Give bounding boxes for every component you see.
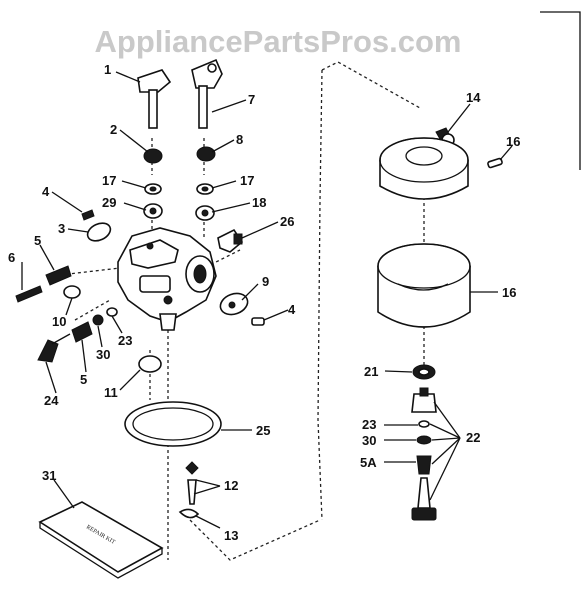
label-7: 7: [248, 92, 255, 107]
part-18-bushing: [195, 205, 215, 221]
part-16-float-bowl: [377, 243, 471, 328]
part-2-spring: [143, 148, 163, 164]
part-8-spring: [196, 146, 216, 162]
part-30-o-ring: [92, 314, 104, 326]
part-17-seal-left: [144, 183, 162, 195]
label-6: 6: [8, 250, 15, 265]
label-17-left: 17: [102, 173, 116, 188]
part-13-clip: [178, 508, 200, 519]
leader-lines: [21, 71, 513, 529]
label-30-right: 30: [362, 433, 376, 448]
part-6-screw: [15, 285, 43, 303]
part-7-choke-shaft: [191, 58, 223, 129]
label-9: 9: [262, 274, 269, 289]
part-22-bowl-nut-assembly: [411, 387, 437, 521]
part-31-repair-kit: REPAIR KIT: [38, 501, 164, 579]
label-16-bowl: 16: [502, 285, 516, 300]
label-12: 12: [224, 478, 238, 493]
part-5-spring-lower: [71, 321, 93, 343]
corner-bracket: [540, 11, 581, 170]
label-23-left: 23: [118, 333, 132, 348]
label-1: 1: [104, 62, 111, 77]
label-4-right: 4: [288, 302, 296, 317]
part-25-bowl-gasket: [124, 401, 222, 447]
label-10: 10: [52, 314, 66, 329]
label-13: 13: [224, 528, 238, 543]
label-4-left: 4: [42, 184, 50, 199]
part-23-washer: [106, 307, 118, 317]
label-3: 3: [58, 221, 65, 236]
label-2: 2: [110, 122, 117, 137]
label-5-lower: 5: [80, 372, 87, 387]
label-31: 31: [42, 468, 56, 483]
label-8: 8: [236, 132, 243, 147]
part-21-washer: [412, 364, 436, 380]
part-11-o-ring: [138, 355, 162, 373]
part-4-screw-left: [81, 209, 95, 221]
part-10-o-ring: [63, 285, 81, 299]
callout-labels: 1 7 2 8 17 17 29 18 4 3 26 6 5 9 10 4 23…: [8, 62, 520, 543]
label-18: 18: [252, 195, 266, 210]
float-upper: [379, 137, 469, 200]
label-11: 11: [104, 385, 118, 400]
label-17-right: 17: [240, 173, 254, 188]
part-5-spring-upper: [45, 265, 72, 286]
part-17-seal-right: [196, 183, 214, 195]
label-16-pin: 16: [506, 134, 520, 149]
part-24-needle: [37, 333, 71, 363]
part-3-throttle-plate: [86, 222, 112, 242]
label-14: 14: [466, 90, 481, 105]
part-4-screw-right: [251, 317, 265, 326]
label-5-upper: 5: [34, 233, 41, 248]
part-29-bushing: [143, 203, 163, 219]
part-12-needle-valve: [185, 461, 199, 505]
label-25: 25: [256, 423, 270, 438]
label-22: 22: [466, 430, 480, 445]
label-29: 29: [102, 195, 116, 210]
part-26-fitting: [217, 228, 244, 253]
part-1-throttle-shaft: [137, 69, 172, 129]
watermark: AppliancePartsPros.com: [95, 24, 462, 59]
carburetor-body: [117, 227, 217, 331]
label-5A: 5A: [360, 455, 377, 470]
label-24: 24: [44, 393, 59, 408]
part-9-choke-plate: [219, 292, 249, 316]
label-21: 21: [364, 364, 378, 379]
label-26: 26: [280, 214, 294, 229]
label-30-left: 30: [96, 347, 110, 362]
part-16-pin: [487, 157, 503, 169]
label-23-right: 23: [362, 417, 376, 432]
